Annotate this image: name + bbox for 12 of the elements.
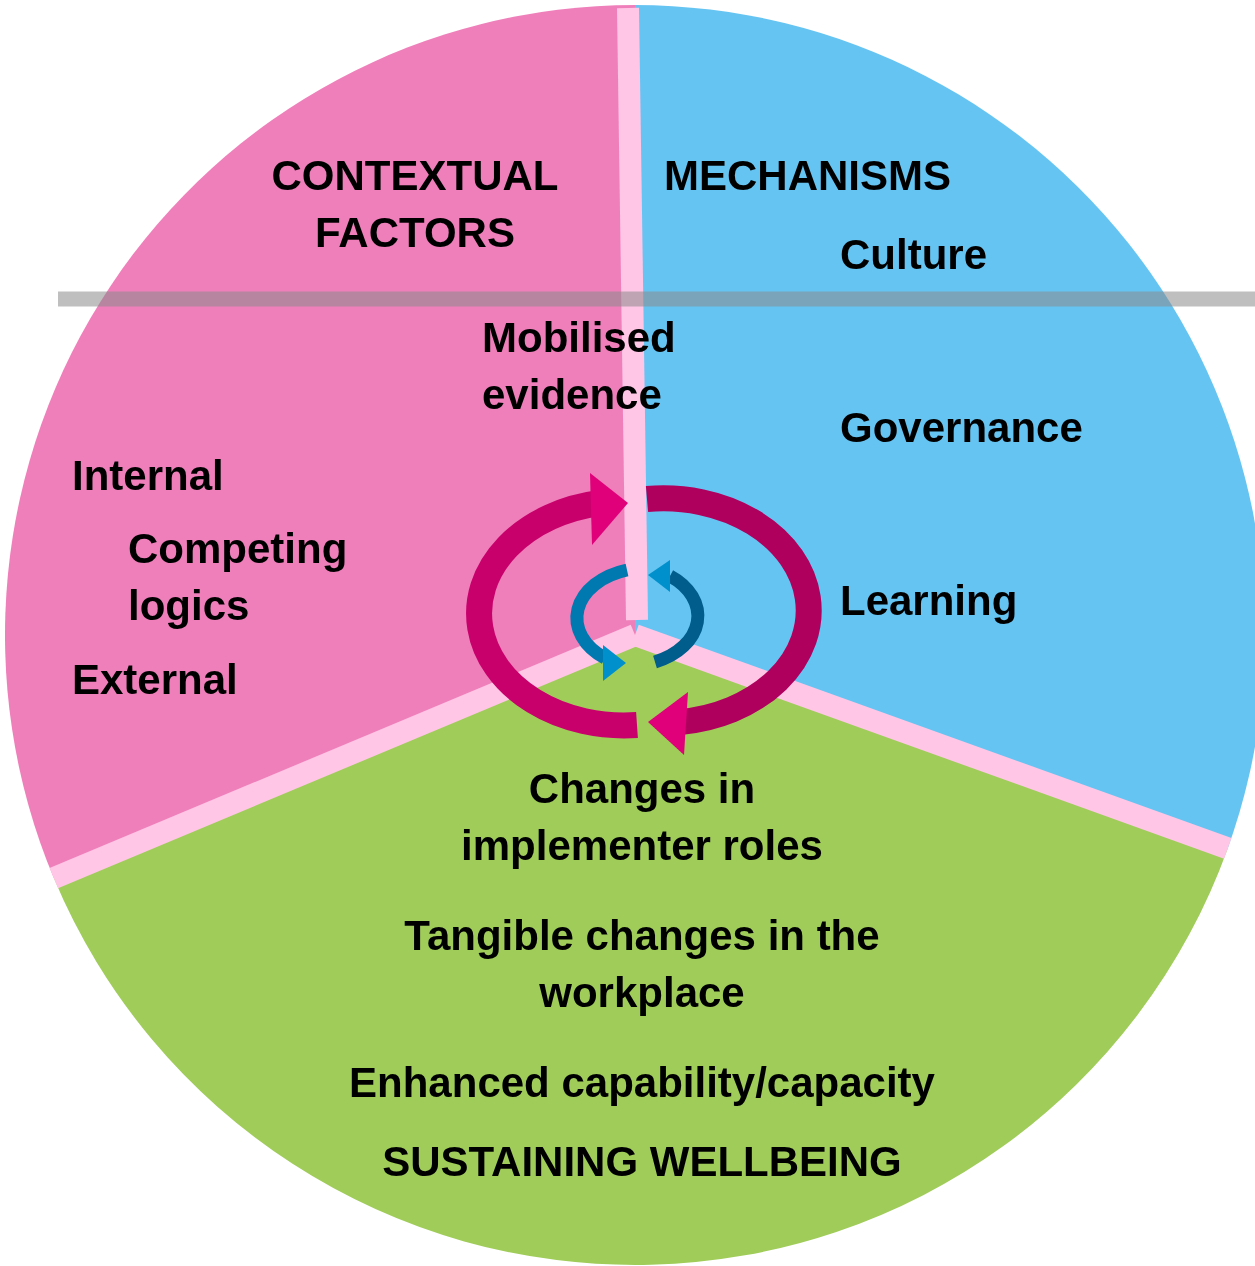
factor-text: Competing logics — [128, 524, 349, 631]
section-heading: SUSTAINING WELLBEING — [381, 1137, 903, 1187]
mechanism-text: Governance — [840, 403, 1084, 453]
mechanism-text: Learning — [840, 576, 1019, 626]
mechanism-text: Culture — [840, 230, 988, 280]
section-heading: CONTEXTUAL FACTORS — [270, 151, 560, 258]
outcome-text: Changes in implementer roles — [460, 764, 824, 871]
factor-text: External — [72, 655, 239, 705]
section-heading: MECHANISMS — [664, 151, 952, 201]
factor-text: Internal — [72, 451, 225, 501]
outcome-text: Tangible changes in the workplace — [403, 911, 881, 1018]
outcome-text: Enhanced capability/capacity — [348, 1058, 936, 1108]
